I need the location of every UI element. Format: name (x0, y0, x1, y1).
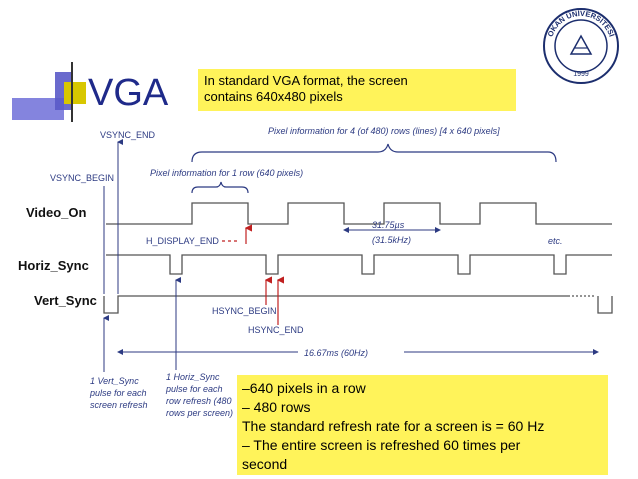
label-freq: (31.5kHz) (372, 235, 411, 245)
label-horiz-pulse-1: 1 Horiz_Sync (166, 372, 220, 382)
note-top: In standard VGA format, the screen conta… (198, 69, 516, 111)
note-bottom-line1: –640 pixels in a row (242, 380, 366, 396)
label-vert-pulse-2: pulse for each (89, 388, 147, 398)
label-h-display-end: H_DISPLAY_END (146, 236, 219, 246)
brace-4-rows (191, 143, 557, 163)
label-horiz-pulse-3: row refresh (480 (166, 396, 232, 406)
brace-1-row (191, 181, 249, 194)
label-horiz-pulse-4: rows per screen) (166, 408, 233, 418)
slide-title: VGA (88, 72, 169, 114)
note-top-line2: contains 640x480 pixels (204, 89, 343, 104)
note-bottom-line3: The standard refresh rate for a screen i… (242, 418, 545, 434)
decor-divider (71, 62, 73, 122)
label-vert-pulse-3: screen refresh (90, 400, 148, 410)
label-pixel-info-4-rows: Pixel information for 4 (of 480) rows (l… (268, 126, 500, 136)
logo-year: 1999 (573, 71, 589, 78)
decor-block-blue-wide (12, 98, 64, 120)
university-logo: OKAN ÜNİVERSİTESİ 1999 (543, 8, 619, 84)
label-hsync-end: HSYNC_END (248, 325, 304, 335)
note-bottom-line2: – 480 rows (242, 399, 311, 415)
label-etc: etc. (548, 236, 563, 246)
waveform-vert-sync (103, 295, 570, 314)
label-hsync-begin: HSYNC_BEGIN (212, 306, 277, 316)
note-bottom-line4: – The entire screen is refreshed 60 time… (242, 437, 521, 453)
label-pixel-info-1-row: Pixel information for 1 row (640 pixels) (150, 168, 303, 178)
note-bottom-line5: second (242, 456, 288, 472)
label-horiz-pulse-2: pulse for each (165, 384, 223, 394)
label-vert-pulse-1: 1 Vert_Sync (90, 376, 139, 386)
signal-video-on: Video_On (26, 205, 87, 220)
label-frame-period: 16.67ms (60Hz) (304, 348, 368, 358)
label-vsync-end: VSYNC_END (100, 130, 156, 140)
label-period: 31.75µs (372, 220, 405, 230)
decor-block-gold (64, 82, 86, 104)
label-vsync-begin: VSYNC_BEGIN (50, 173, 114, 183)
note-top-line1: In standard VGA format, the screen (204, 73, 408, 88)
waveform-horiz-sync (106, 254, 612, 275)
signal-horiz-sync: Horiz_Sync (18, 258, 89, 273)
signal-vert-sync: Vert_Sync (34, 293, 97, 308)
waveform-video-on (106, 202, 612, 225)
note-bottom: –640 pixels in a row – 480 rows The stan… (237, 375, 608, 475)
